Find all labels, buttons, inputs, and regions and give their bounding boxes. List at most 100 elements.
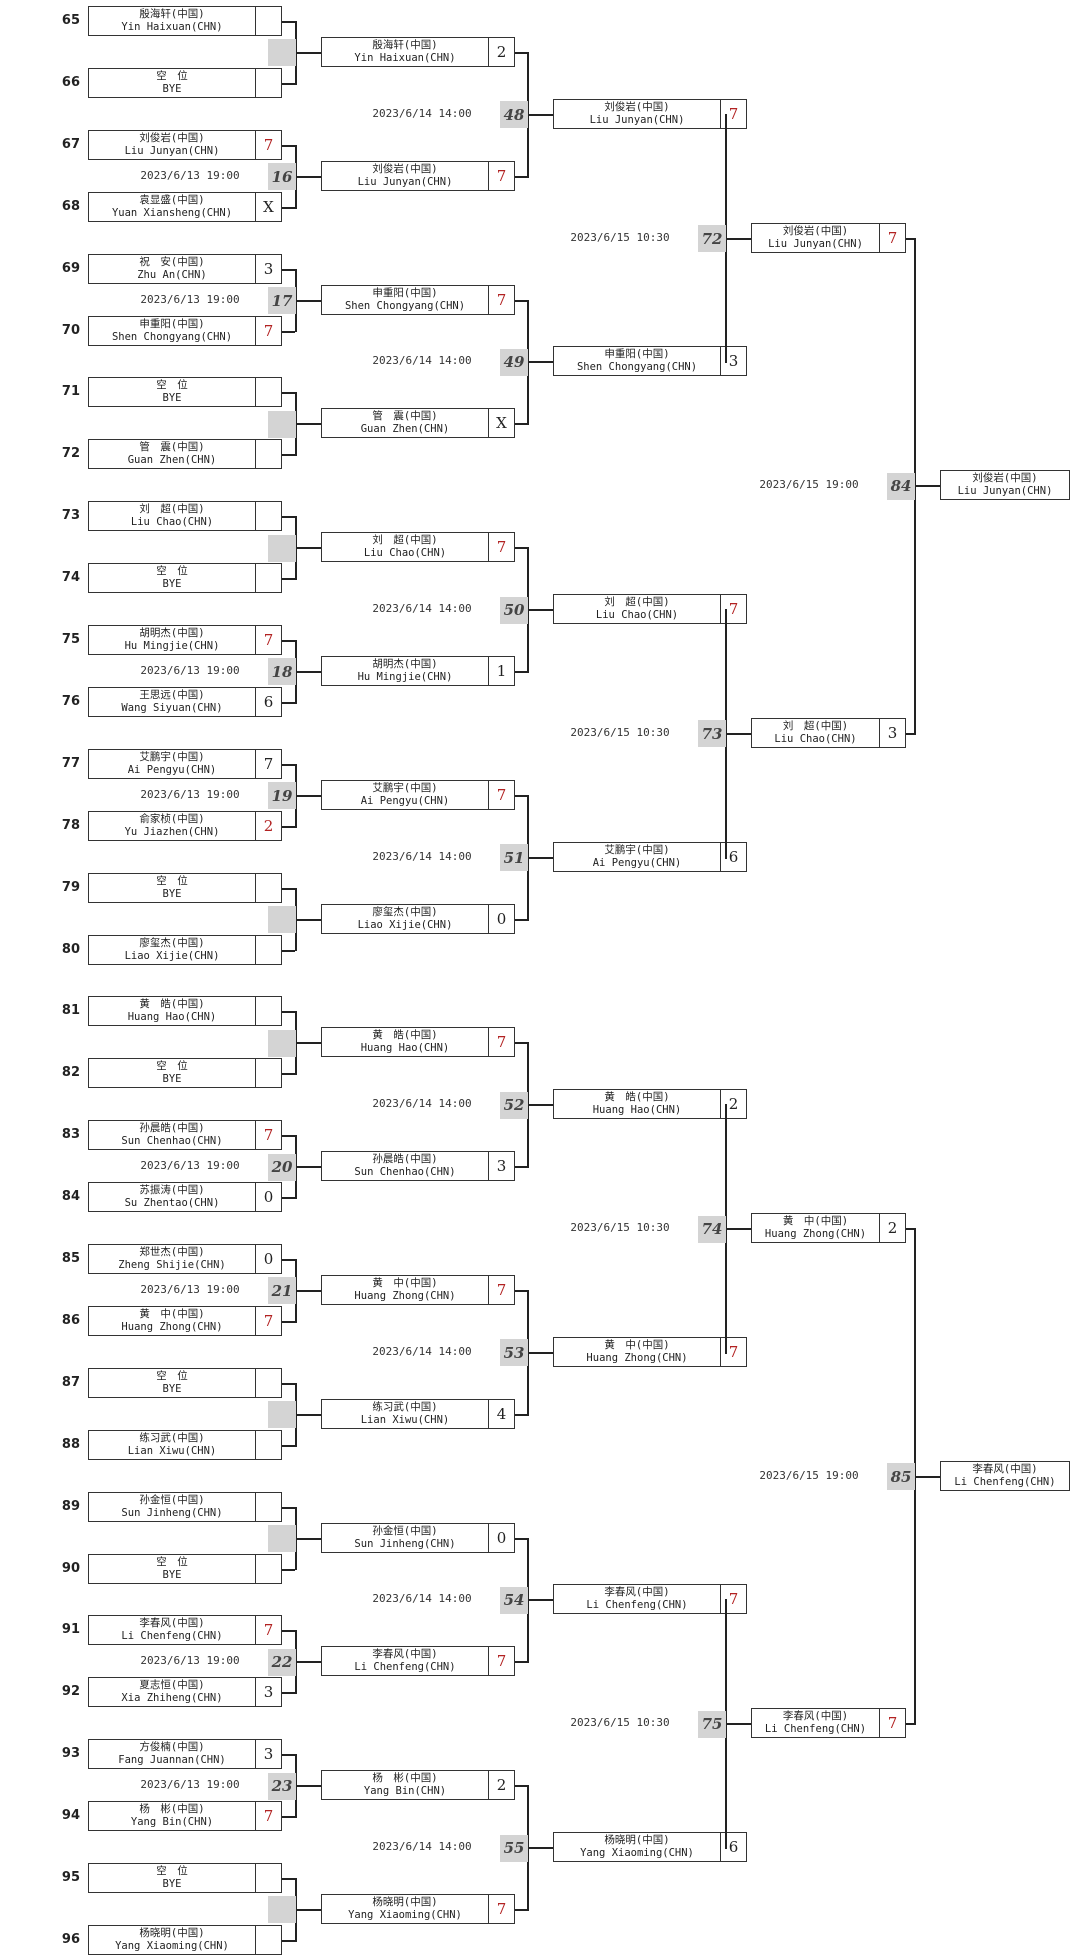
player-slot[interactable]: 黄 中(中国)Huang Zhong(CHN)7 <box>88 1305 282 1336</box>
player-slot[interactable]: 廖玺杰(中国)Liao Xijie(CHN)0 <box>321 903 515 934</box>
player-slot[interactable]: 杨 彬(中国)Yang Bin(CHN)7 <box>88 1801 282 1832</box>
player-name-cn: 刘 超(中国) <box>782 719 849 732</box>
player-slot[interactable]: 袁显盛(中国)Yuan Xiansheng(CHN)X <box>88 191 282 222</box>
player-slot[interactable]: 杨晓明(中国)Yang Xiaoming(CHN) <box>88 1924 282 1955</box>
bracket-line <box>282 1197 295 1200</box>
player-slot[interactable]: 王思远(中国)Wang Siyuan(CHN)6 <box>88 686 282 717</box>
seed-number: 69 <box>61 260 80 276</box>
player-slot[interactable]: 刘俊岩(中国)Liu Junyan(CHN)7 <box>553 98 747 129</box>
player-slot[interactable]: 练习武(中国)Lian Xiwu(CHN)4 <box>321 1398 515 1429</box>
player-slot[interactable]: 管 震(中国)Guan Zhen(CHN)X <box>321 408 515 439</box>
bracket-line <box>295 1289 321 1292</box>
player-slot[interactable]: 方俊楠(中国)Fang Juannan(CHN)3 <box>88 1739 282 1770</box>
player-slot[interactable]: 孙金恒(中国)Sun Jinheng(CHN) <box>88 1491 282 1522</box>
bracket-line <box>282 1878 295 1880</box>
player-name-en: Yang Xiaoming(CHN) <box>348 1908 462 1921</box>
player-slot[interactable]: 孙晨皓(中国)Sun Chenhao(CHN)3 <box>321 1151 515 1182</box>
player-slot[interactable]: 申重阳(中国)Shen Chongyang(CHN)7 <box>88 315 282 346</box>
bracket-line <box>282 701 295 704</box>
player-slot[interactable]: 艾鹏宇(中国)Ai Pengyu(CHN)6 <box>553 841 747 872</box>
bracket-line <box>515 1042 527 1045</box>
player-slot[interactable]: 胡明杰(中国)Hu Mingjie(CHN)7 <box>88 625 282 655</box>
player-name-cn: 空 位 <box>156 1369 188 1382</box>
player-slot[interactable]: 郑世杰(中国)Zheng Shijie(CHN)0 <box>88 1244 282 1274</box>
player-name-en: Sun Jinheng(CHN) <box>354 1537 456 1550</box>
player-slot[interactable]: 刘 超(中国)Liu Chao(CHN)3 <box>751 717 906 748</box>
player-slot[interactable]: 黄 中(中国)Huang Zhong(CHN)7 <box>321 1274 515 1305</box>
player-name-cn: 李春风(中国) <box>972 1462 1038 1475</box>
player-name-cn: 孙金恒(中国) <box>372 1524 438 1537</box>
seed-number: 92 <box>61 1684 80 1700</box>
player-slot[interactable]: 黄 中(中国)Huang Zhong(CHN)7 <box>553 1336 747 1367</box>
player-slot[interactable]: 苏振涛(中国)Su Zhentao(CHN)0 <box>88 1182 282 1213</box>
player-slot[interactable]: 黄 皓(中国)Huang Hao(CHN) <box>88 996 282 1027</box>
player-name: 殷海轩(中国)Yin Haixuan(CHN) <box>322 38 488 66</box>
player-name-cn: 练习武(中国) <box>372 1400 438 1413</box>
player-slot[interactable]: 刘俊岩(中国)Liu Junyan(CHN)7 <box>751 222 906 253</box>
player-slot[interactable]: 祝 安(中国)Zhu An(CHN)3 <box>88 253 282 284</box>
bracket-line <box>515 918 527 921</box>
player-slot[interactable]: 李春风(中国)Li Chenfeng(CHN) <box>940 1460 1070 1491</box>
player-slot[interactable]: 刘 超(中国)Liu Chao(CHN)7 <box>553 594 747 625</box>
player-slot[interactable]: 申重阳(中国)Shen Chongyang(CHN)7 <box>321 284 515 315</box>
player-slot[interactable]: 李春风(中国)Li Chenfeng(CHN)7 <box>88 1615 282 1646</box>
player-slot[interactable]: 俞家桢(中国)Yu Jiazhen(CHN)2 <box>88 810 282 841</box>
seed-number: 84 <box>61 1189 80 1205</box>
player-slot[interactable]: 刘 超(中国)Liu Chao(CHN)7 <box>321 532 515 563</box>
player-slot[interactable]: 艾鹏宇(中国)Ai Pengyu(CHN)7 <box>321 779 515 810</box>
player-name-cn: 刘俊岩(中国) <box>782 224 849 237</box>
score-cell: 7 <box>255 1616 281 1645</box>
match-number: 74 <box>698 1215 726 1243</box>
player-slot[interactable]: 刘俊岩(中国)Liu Junyan(CHN)7 <box>321 160 515 191</box>
player-name: 刘俊岩(中国)Liu Junyan(CHN) <box>941 471 1069 499</box>
player-slot[interactable]: 管 震(中国)Guan Zhen(CHN) <box>88 439 282 470</box>
score-cell: 7 <box>488 533 514 562</box>
player-slot[interactable]: 廖玺杰(中国)Liao Xijie(CHN) <box>88 934 282 965</box>
player-slot[interactable]: 殷海轩(中国)Yin Haixuan(CHN) <box>88 6 282 36</box>
player-slot[interactable]: 黄 中(中国)Huang Zhong(CHN)2 <box>751 1213 906 1244</box>
player-slot[interactable]: 黄 皓(中国)Huang Hao(CHN)2 <box>553 1089 747 1120</box>
bracket-line <box>914 485 940 488</box>
player-slot[interactable]: 李春风(中国)Li Chenfeng(CHN)7 <box>321 1646 515 1677</box>
player-slot[interactable]: 孙金恒(中国)Sun Jinheng(CHN)0 <box>321 1522 515 1553</box>
player-name-cn: 黄 中(中国) <box>604 1338 670 1351</box>
player-name-en: Li Chenfeng(CHN) <box>121 1630 223 1643</box>
player-slot[interactable]: 李春风(中国)Li Chenfeng(CHN)7 <box>751 1708 906 1739</box>
player-name-cn: 管 震(中国) <box>139 441 205 454</box>
player-slot[interactable]: 刘俊岩(中国)Liu Junyan(CHN)7 <box>88 129 282 160</box>
player-name-en: BYE <box>162 82 182 95</box>
player-slot[interactable]: 胡明杰(中国)Hu Mingjie(CHN)1 <box>321 655 515 686</box>
player-slot[interactable]: 杨晓明(中国)Yang Xiaoming(CHN)7 <box>321 1893 515 1924</box>
player-slot[interactable]: 黄 皓(中国)Huang Hao(CHN)7 <box>321 1027 515 1058</box>
player-slot[interactable]: 艾鹏宇(中国)Ai Pengyu(CHN)7 <box>88 748 282 779</box>
player-name-en: Guan Zhen(CHN) <box>360 423 450 436</box>
match-number: 50 <box>500 596 528 624</box>
seed-number: 87 <box>61 1374 80 1390</box>
player-slot[interactable]: 杨 彬(中国)Yang Bin(CHN)2 <box>321 1770 515 1801</box>
player-slot[interactable]: 练习武(中国)Lian Xiwu(CHN) <box>88 1429 282 1460</box>
score-cell: 2 <box>879 1214 905 1243</box>
player-slot[interactable]: 刘 超(中国)Liu Chao(CHN) <box>88 501 282 532</box>
player-slot[interactable]: 刘俊岩(中国)Liu Junyan(CHN) <box>940 470 1070 501</box>
seed-number: 72 <box>61 446 80 462</box>
player-slot[interactable]: 夏志恒(中国)Xia Zhiheng(CHN)3 <box>88 1677 282 1708</box>
player-name-cn: 孙晨皓(中国) <box>139 1122 205 1135</box>
player-name-cn: 黄 皓(中国) <box>604 1091 670 1104</box>
player-slot[interactable]: 孙晨皓(中国)Sun Chenhao(CHN)7 <box>88 1120 282 1151</box>
player-name-cn: 练习武(中国) <box>139 1431 205 1444</box>
player-name: 艾鹏宇(中国)Ai Pengyu(CHN) <box>554 843 720 871</box>
bracket-line <box>282 144 295 147</box>
bracket-line <box>282 454 295 457</box>
player-slot[interactable]: 申重阳(中国)Shen Chongyang(CHN)3 <box>553 346 747 377</box>
player-slot[interactable]: 杨晓明(中国)Yang Xiaoming(CHN)6 <box>553 1832 747 1863</box>
player-slot[interactable]: 殷海轩(中国)Yin Haixuan(CHN)2 <box>321 36 515 67</box>
player-slot[interactable]: 李春风(中国)Li Chenfeng(CHN)7 <box>553 1584 747 1615</box>
